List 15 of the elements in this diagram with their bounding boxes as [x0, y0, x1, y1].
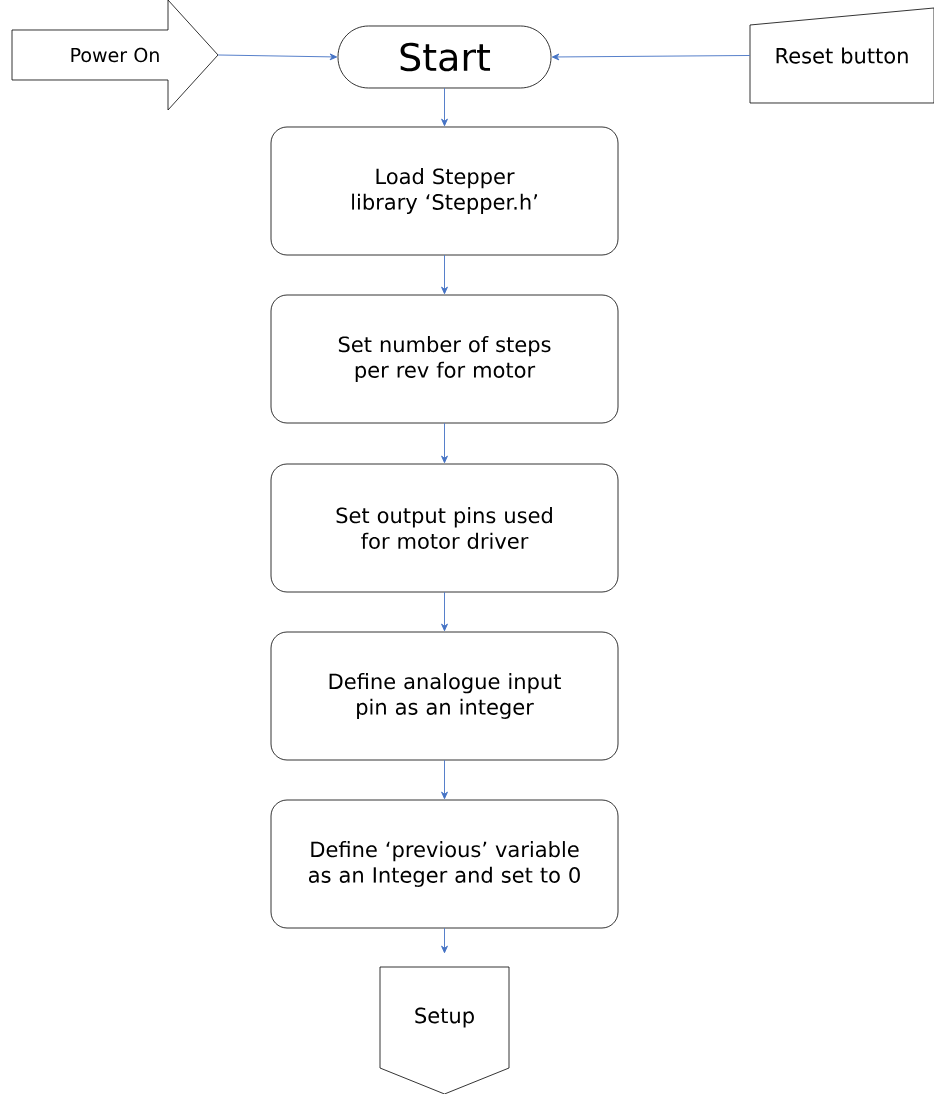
arrow	[551, 53, 751, 61]
process-box: Load Stepper library ‘Stepper.h’	[270, 126, 619, 256]
arrow	[217, 53, 338, 61]
arrow	[441, 927, 448, 954]
arrow	[441, 759, 448, 800]
arrow	[441, 254, 448, 295]
process-box: Define ‘previous’ variable as an Integer and set to 0	[270, 799, 619, 929]
process-box: Set output pins used for motor driver	[270, 463, 619, 593]
terminator: Start	[337, 25, 552, 89]
off-page-connector: Setup	[379, 966, 510, 1094]
arrow	[441, 591, 448, 632]
process-box: Define analogue input pin as an integer	[270, 631, 619, 761]
process-box: Set number of steps per rev for motor	[270, 294, 619, 424]
arrow	[441, 87, 448, 127]
arrow	[441, 422, 448, 464]
